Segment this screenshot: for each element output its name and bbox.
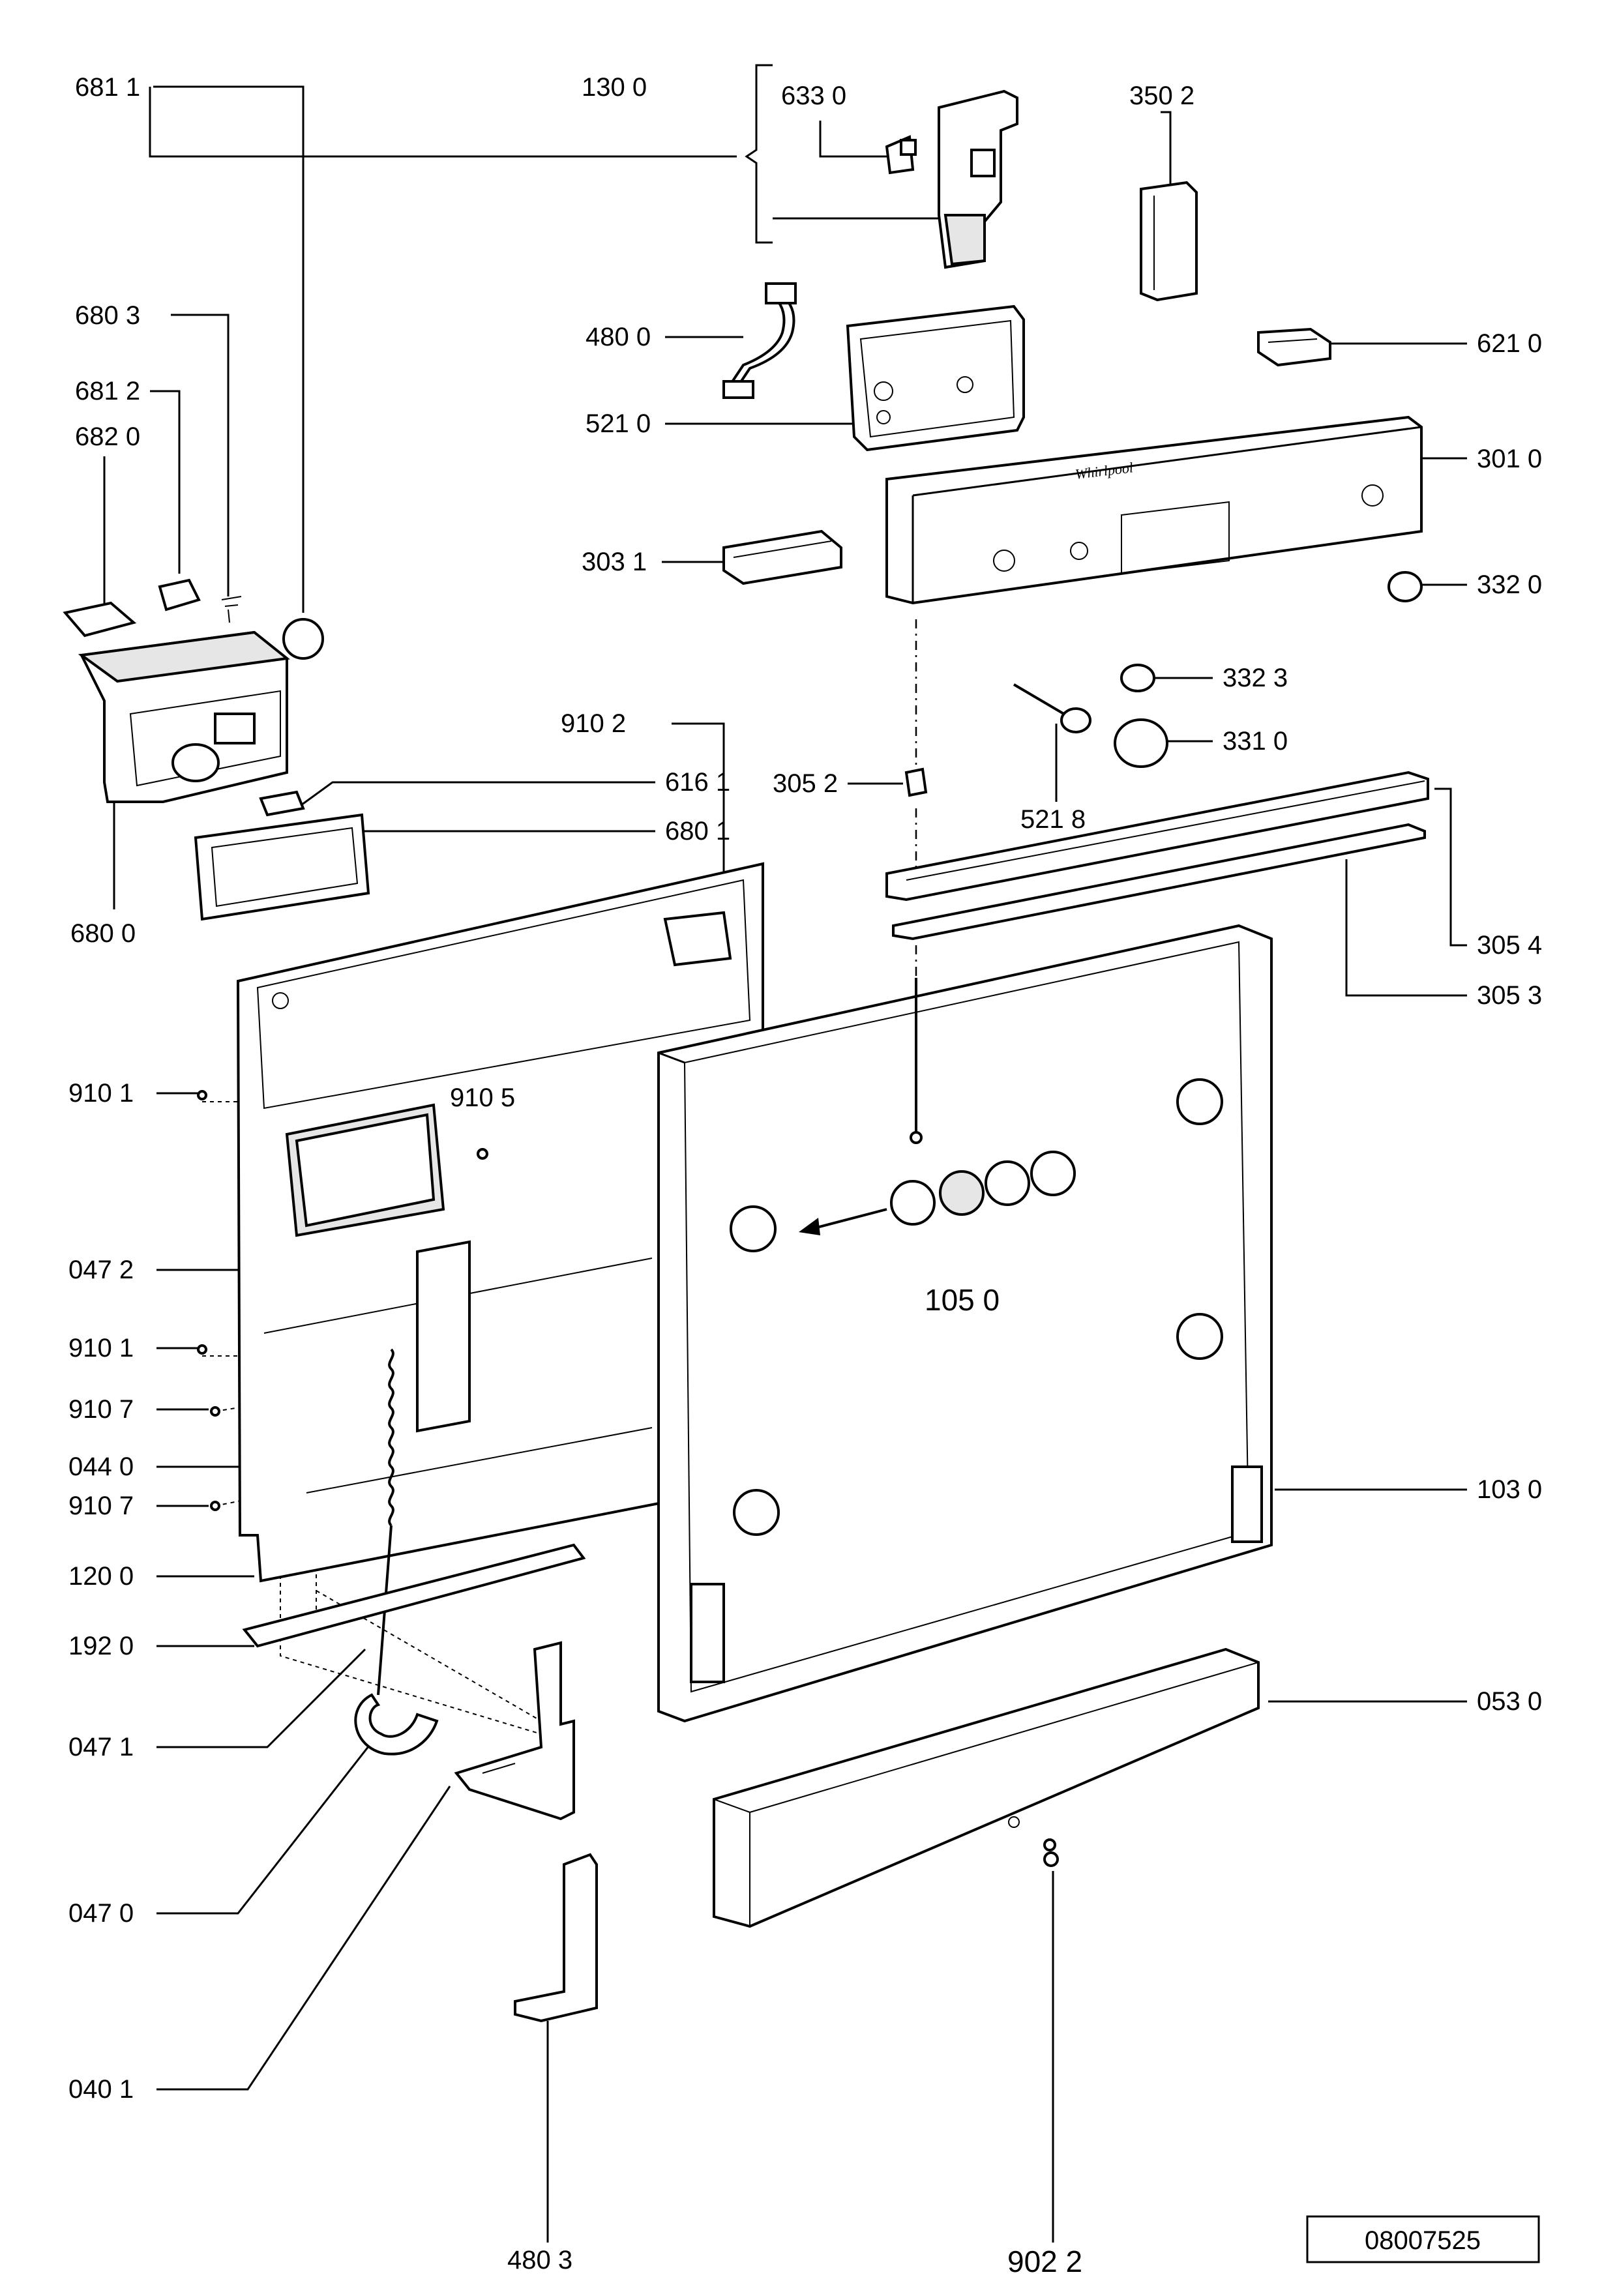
part-053-bottom-trim (713, 1647, 1260, 1928)
part-480-wiring-harness (722, 282, 797, 399)
label-305-4: 305 4 (1477, 931, 1542, 960)
label-680-3: 680 3 (75, 301, 140, 330)
part-521-electronic-module (846, 304, 1025, 452)
label-305-2: 305 2 (773, 769, 838, 798)
label-331-0: 331 0 (1223, 727, 1288, 756)
part-120-inner-door-panel (236, 862, 764, 1583)
label-047-1: 047 1 (68, 1733, 134, 1761)
part-331-knob (1114, 718, 1168, 768)
part-681-cap (282, 618, 324, 660)
part-labels: 681 1 130 0 633 0 350 2 680 3 480 0 621 … (68, 73, 1542, 2278)
label-047-0: 047 0 (68, 1899, 134, 1928)
part-902-screw (1043, 1838, 1059, 1867)
label-680-1: 680 1 (665, 817, 730, 846)
label-910-7-a: 910 7 (68, 1395, 134, 1424)
label-044-0: 044 0 (68, 1452, 134, 1481)
part-680-3-spring (221, 596, 242, 623)
part-616-clip (259, 790, 305, 817)
screw-points (197, 1090, 488, 1511)
label-681-1: 681 1 (75, 73, 140, 102)
label-621-0: 621 0 (1477, 329, 1542, 358)
part-350-hinge-cover (1140, 181, 1198, 302)
part-301-control-panel: Whirlpool (885, 415, 1423, 605)
label-910-1-b: 910 1 (68, 1334, 134, 1362)
label-105-0: 105 0 (925, 1283, 1000, 1317)
part-681-2-lever (158, 578, 201, 611)
label-103-0: 103 0 (1477, 1475, 1542, 1504)
label-521-8: 521 8 (1020, 805, 1086, 834)
part-680-1-gasket-frame (194, 813, 370, 921)
part-305-3-strip (892, 823, 1426, 941)
label-616-1: 616 1 (665, 768, 730, 797)
label-480-0: 480 0 (586, 323, 651, 351)
reference-number-box: 08007525 (1306, 2215, 1540, 2263)
part-040-hinge-plate (454, 1641, 575, 1821)
label-902-2: 902 2 (1007, 2244, 1082, 2278)
part-910-2-hinge-bracket (663, 911, 732, 967)
part-480-3-bracket (514, 1853, 598, 2023)
reference-number: 08007525 (1365, 2226, 1481, 2255)
label-681-2: 681 2 (75, 377, 140, 405)
part-305-2-clip (904, 767, 928, 797)
part-633-microswitch (885, 135, 917, 175)
label-305-3: 305 3 (1477, 981, 1542, 1010)
label-910-1-a: 910 1 (68, 1079, 134, 1108)
label-192-0: 192 0 (68, 1632, 134, 1660)
part-682-gasket (63, 601, 137, 638)
label-332-0: 332 0 (1477, 570, 1542, 599)
label-682-0: 682 0 (75, 422, 140, 451)
label-301-0: 301 0 (1477, 445, 1542, 473)
label-047-2: 047 2 (68, 1256, 134, 1284)
label-040-1: 040 1 (68, 2075, 134, 2104)
part-130-door-lock-assembly (938, 89, 1018, 269)
label-633-0: 633 0 (781, 81, 846, 110)
label-910-7-b: 910 7 (68, 1492, 134, 1520)
part-192-rail (242, 1543, 586, 1648)
label-350-2: 350 2 (1129, 81, 1194, 110)
label-521-0: 521 0 (586, 409, 651, 438)
part-303-handle (722, 529, 842, 585)
label-130-0: 130 0 (582, 73, 647, 102)
part-332-3-knob-small (1120, 664, 1155, 692)
label-120-0: 120 0 (68, 1562, 134, 1591)
part-521-8-potentiometer (1013, 683, 1091, 733)
label-332-3: 332 3 (1223, 664, 1288, 692)
part-305-4-top-rail (885, 771, 1429, 902)
part-332-knob (1387, 571, 1423, 602)
part-621-connector (1257, 327, 1331, 367)
label-480-3: 480 3 (507, 2246, 572, 2274)
part-047-pulley (354, 1693, 439, 1756)
label-910-5: 910 5 (450, 1083, 515, 1112)
part-103-outer-door (657, 924, 1273, 1723)
part-680-dispenser (78, 630, 290, 803)
label-303-1: 303 1 (582, 548, 647, 576)
label-053-0: 053 0 (1477, 1687, 1542, 1716)
label-680-0: 680 0 (70, 919, 136, 948)
label-910-2: 910 2 (561, 709, 626, 738)
